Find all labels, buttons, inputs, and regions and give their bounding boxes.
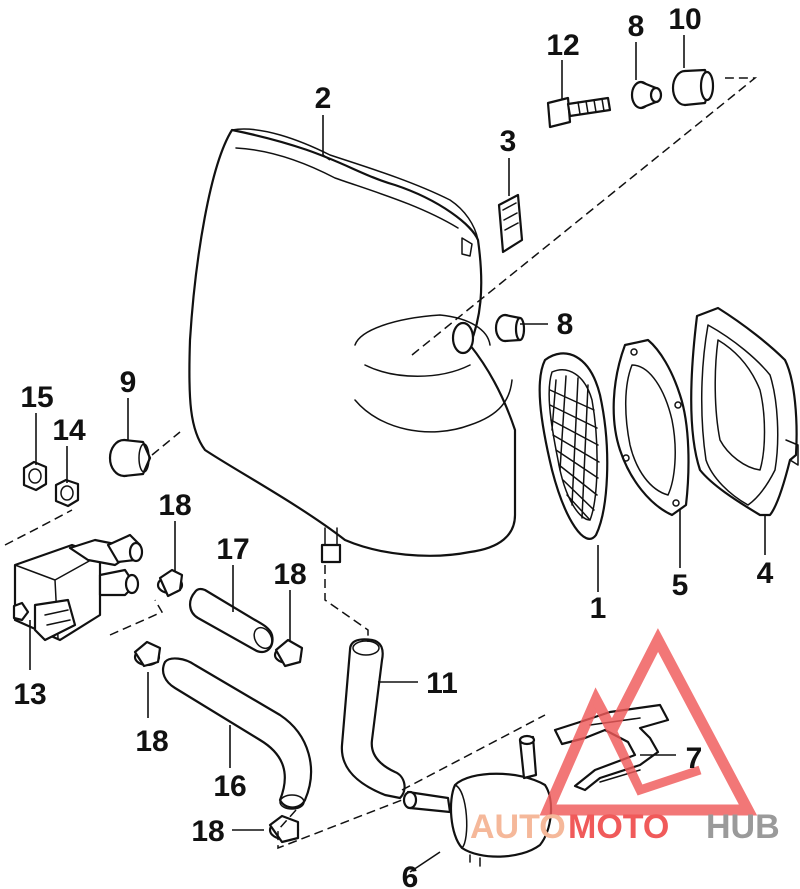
assembly-lines xyxy=(4,77,758,850)
callout-2: 2 xyxy=(315,82,332,115)
callout-7: 7 xyxy=(686,742,703,775)
hose-seventeen xyxy=(189,587,274,654)
callout-18-right: 18 xyxy=(273,558,306,591)
callout-5: 5 xyxy=(672,569,689,602)
gasket xyxy=(612,338,690,517)
watermark-triangle xyxy=(539,628,758,816)
bolt xyxy=(546,96,612,129)
callout-3: 3 xyxy=(500,125,517,158)
callout-8-upper: 8 xyxy=(628,10,645,43)
callout-8-middle: 8 xyxy=(557,308,574,341)
callout-10: 10 xyxy=(668,3,701,36)
solenoid-valve xyxy=(12,533,144,642)
callout-6: 6 xyxy=(402,861,419,889)
watermark-word-moto: MOTO xyxy=(568,808,669,846)
callout-16: 16 xyxy=(213,770,246,803)
watermark-inner-mark xyxy=(591,698,702,796)
callout-15: 15 xyxy=(20,381,53,414)
callout-labels: 2 3 12 8 10 8 1 5 4 9 15 14 13 18 17 18 … xyxy=(13,3,773,889)
watermark-word-auto: AUTO xyxy=(470,808,566,846)
watermark-word-hub: HUB xyxy=(706,808,780,846)
bushing-middle xyxy=(494,313,526,343)
filter-screen xyxy=(538,352,609,540)
callout-14: 14 xyxy=(52,414,86,447)
hose-eleven xyxy=(340,638,406,800)
leader-lines xyxy=(29,35,766,873)
callout-18-upper: 18 xyxy=(158,489,191,522)
nut-fifteen xyxy=(22,460,48,492)
intake-housing xyxy=(188,128,517,564)
callout-12: 12 xyxy=(546,29,579,62)
canister xyxy=(402,734,553,867)
nut-fourteen xyxy=(54,478,80,508)
hose-sixteen xyxy=(161,657,313,810)
callout-17: 17 xyxy=(216,533,249,566)
hose-clip-left xyxy=(133,640,162,668)
callout-9: 9 xyxy=(120,366,137,399)
callout-18-bottom: 18 xyxy=(191,815,224,848)
hose-clip-upper xyxy=(156,568,184,598)
grommet-ten xyxy=(671,68,715,107)
clip xyxy=(497,193,524,254)
callout-18-left: 18 xyxy=(135,725,168,758)
grommet-upper xyxy=(630,80,663,110)
hose-clip-right xyxy=(273,638,304,668)
callout-13: 13 xyxy=(13,678,46,711)
hose-clip-bottom xyxy=(268,814,300,844)
grommet-nine xyxy=(108,438,152,478)
filter-cover xyxy=(690,306,799,517)
callout-4: 4 xyxy=(757,557,774,590)
watermark-logo xyxy=(539,628,758,816)
callout-11: 11 xyxy=(426,667,458,700)
callout-1: 1 xyxy=(590,592,607,625)
